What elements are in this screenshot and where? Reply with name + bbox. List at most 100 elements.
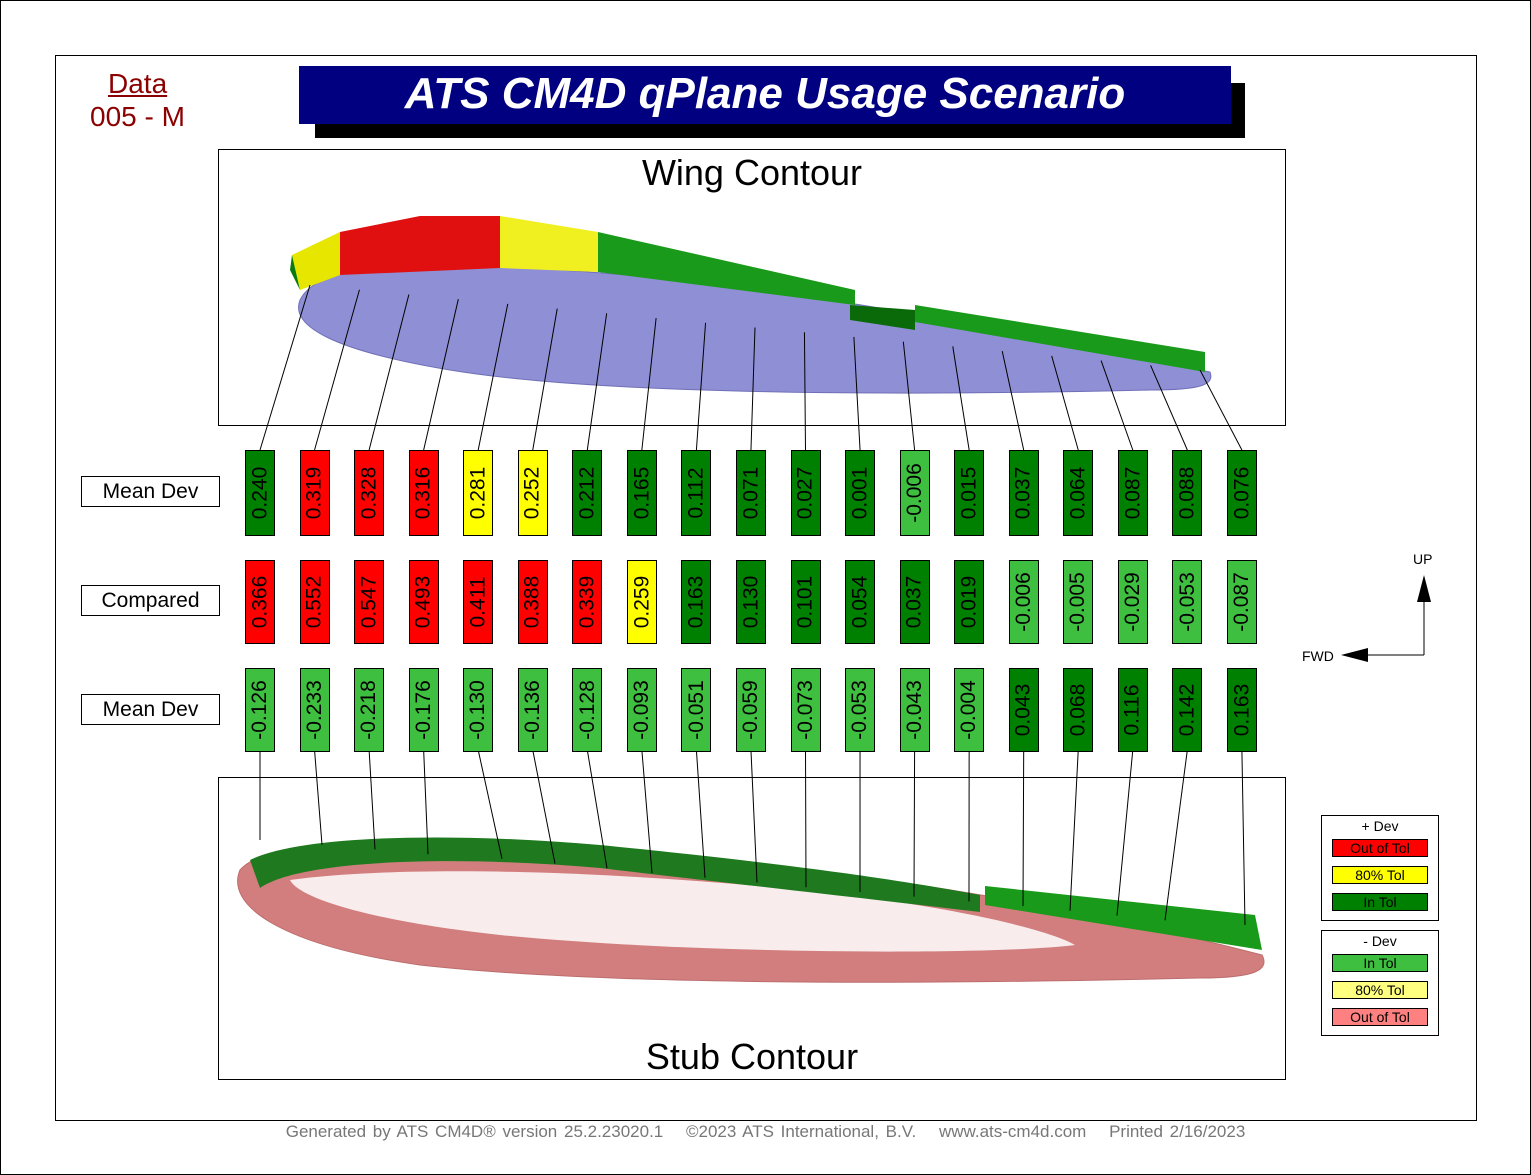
wing-leader-line bbox=[902, 341, 916, 451]
value-box: 0.130 bbox=[735, 560, 766, 644]
value-text: -0.128 bbox=[575, 680, 599, 740]
value-text: -0.053 bbox=[1175, 572, 1199, 632]
value-box: 0.388 bbox=[517, 560, 548, 644]
value-text: -0.073 bbox=[793, 680, 817, 740]
value-text: 0.068 bbox=[1066, 683, 1090, 737]
value-box: 0.019 bbox=[954, 560, 985, 644]
stub-leader-line bbox=[314, 749, 323, 845]
value-box: 0.366 bbox=[245, 560, 275, 644]
value-text: 0.043 bbox=[1011, 683, 1035, 737]
value-text: -0.043 bbox=[902, 680, 926, 740]
stub-leader-line bbox=[750, 749, 758, 883]
legend-minus-in: In Tol bbox=[1332, 954, 1428, 972]
value-text: -0.053 bbox=[848, 680, 872, 740]
value-box: 0.088 bbox=[1172, 450, 1203, 536]
wing-leader-line bbox=[750, 327, 756, 451]
wing-contour-title: Wing Contour bbox=[641, 152, 863, 193]
value-text: 0.240 bbox=[248, 466, 271, 520]
wing-leader-line bbox=[695, 322, 707, 451]
value-box: 0.163 bbox=[681, 560, 712, 644]
value-box: -0.218 bbox=[354, 668, 385, 752]
value-text: 0.112 bbox=[684, 467, 708, 519]
value-box: 0.493 bbox=[408, 560, 439, 644]
value-text: 0.212 bbox=[575, 466, 599, 520]
stub-contour-title: Stub Contour bbox=[645, 1036, 859, 1077]
legend-plus-dev: + Dev Out of Tol 80% Tol In Tol bbox=[1321, 815, 1439, 921]
value-text: -0.093 bbox=[629, 680, 653, 740]
row-label-compared: Compared bbox=[81, 585, 220, 616]
value-text: 0.281 bbox=[466, 466, 490, 520]
value-text: 0.001 bbox=[848, 466, 872, 520]
wing-leader-line bbox=[641, 318, 657, 451]
value-box: 0.411 bbox=[463, 560, 494, 644]
footer-url[interactable]: www.ats-cm4d.com bbox=[938, 1122, 1087, 1141]
value-box: 0.076 bbox=[1226, 450, 1257, 536]
value-box: -0.051 bbox=[681, 668, 712, 752]
data-link[interactable]: Data bbox=[108, 68, 168, 99]
stub-leader-line bbox=[532, 749, 556, 864]
value-text: -0.005 bbox=[1066, 572, 1090, 632]
value-box: -0.136 bbox=[517, 668, 548, 752]
value-text: 0.316 bbox=[411, 466, 435, 520]
stub-leader-line bbox=[695, 749, 706, 878]
wing-leader-line bbox=[314, 289, 360, 451]
value-box: -0.053 bbox=[845, 668, 876, 752]
legend-minus-out: Out of Tol bbox=[1332, 1008, 1428, 1026]
stub-leader-line bbox=[368, 749, 376, 850]
value-box: -0.029 bbox=[1117, 560, 1148, 644]
stub-leader-line bbox=[1022, 749, 1025, 907]
value-box: 0.001 bbox=[845, 450, 876, 536]
value-box: 0.037 bbox=[1008, 450, 1039, 536]
wing-leader-line bbox=[586, 313, 608, 451]
stub-leader-line bbox=[1164, 749, 1188, 921]
wing-leader-line bbox=[952, 346, 970, 451]
orientation-axes bbox=[1341, 575, 1431, 662]
value-box: 0.252 bbox=[517, 450, 548, 536]
value-box: 0.087 bbox=[1117, 450, 1148, 536]
value-text: 0.087 bbox=[1120, 466, 1144, 520]
footer: Generated by ATS CM4D® version 25.2.2302… bbox=[0, 1122, 1531, 1142]
wing-leader-line bbox=[477, 303, 509, 451]
footer-printed: Printed 2/16/2023 bbox=[1109, 1122, 1246, 1141]
report-frame bbox=[55, 55, 1477, 1121]
value-box: 0.101 bbox=[790, 560, 821, 644]
wing-leader-line bbox=[532, 308, 558, 451]
legend-plus-warn: 80% Tol bbox=[1332, 866, 1428, 884]
value-text: 0.163 bbox=[1229, 683, 1253, 737]
value-text: 0.116 bbox=[1120, 684, 1144, 736]
value-box: -0.073 bbox=[790, 668, 821, 752]
wing-leader-line bbox=[259, 284, 311, 451]
value-box: 0.163 bbox=[1226, 668, 1257, 752]
value-text: 0.388 bbox=[520, 575, 544, 629]
value-box: 0.116 bbox=[1117, 668, 1148, 752]
footer-copyright: ©2023 ATS International, B.V. bbox=[685, 1122, 917, 1141]
footer-generated: Generated by ATS CM4D® version 25.2.2302… bbox=[285, 1122, 664, 1141]
up-arrow-icon bbox=[1417, 575, 1431, 602]
value-box: -0.126 bbox=[245, 668, 275, 752]
value-box: -0.043 bbox=[899, 668, 930, 752]
value-box: -0.130 bbox=[463, 668, 494, 752]
value-text: 0.259 bbox=[629, 575, 653, 629]
value-box: -0.128 bbox=[572, 668, 603, 752]
value-text: 0.064 bbox=[1066, 466, 1090, 520]
fwd-axis-label: FWD bbox=[1302, 648, 1334, 664]
value-text: 0.088 bbox=[1175, 466, 1199, 520]
value-box: 0.043 bbox=[1008, 668, 1039, 752]
value-box: 0.259 bbox=[626, 560, 657, 644]
value-text: 0.130 bbox=[738, 575, 762, 629]
stub-leader-line bbox=[1069, 749, 1079, 911]
value-text: 0.054 bbox=[848, 575, 872, 629]
wing-leader-line bbox=[853, 336, 861, 451]
value-box: 0.281 bbox=[463, 450, 494, 536]
value-text: -0.087 bbox=[1229, 572, 1253, 632]
value-text: -0.006 bbox=[902, 463, 926, 523]
wing-leader-line bbox=[1100, 360, 1134, 451]
value-text: 0.552 bbox=[302, 575, 326, 629]
row-label-mean-dev-bottom: Mean Dev bbox=[81, 694, 220, 725]
wing-leader-line bbox=[803, 332, 806, 451]
value-box: 0.015 bbox=[954, 450, 985, 536]
value-box: -0.004 bbox=[954, 668, 985, 752]
data-id: 005 - M bbox=[90, 101, 185, 132]
wing-leader-line bbox=[1199, 369, 1243, 451]
